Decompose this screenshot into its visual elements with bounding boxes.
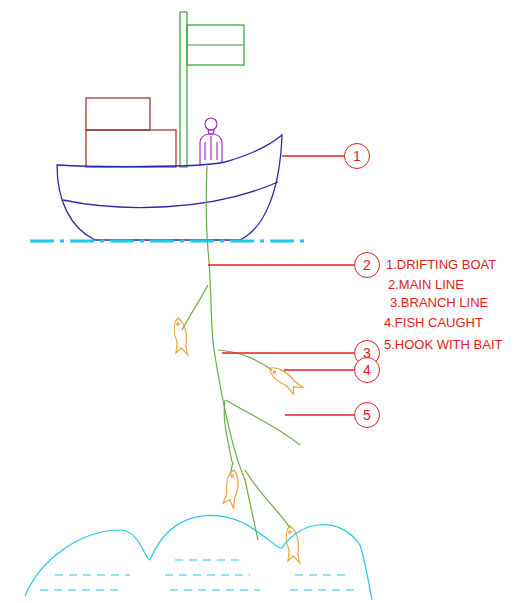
callout-number: 1 <box>353 149 361 163</box>
callout-circle: 4 <box>354 357 380 383</box>
legend-text: 2.MAIN LINE <box>388 278 464 292</box>
callout-circle: 2 <box>354 252 380 278</box>
legend-text: 5.HOOK WITH BAIT <box>384 338 502 352</box>
callout-number: 4 <box>363 363 371 377</box>
callout-circle: 1 <box>344 143 370 169</box>
legend-text: 3.BRANCH LINE <box>390 296 488 310</box>
legend-text: 4.FISH CAUGHT <box>384 316 483 330</box>
legend-text: 1.DRIFTING BOAT <box>386 258 496 272</box>
callout-number: 5 <box>363 408 371 422</box>
callout-circle: 5 <box>354 402 380 428</box>
callout-number: 2 <box>363 258 371 272</box>
